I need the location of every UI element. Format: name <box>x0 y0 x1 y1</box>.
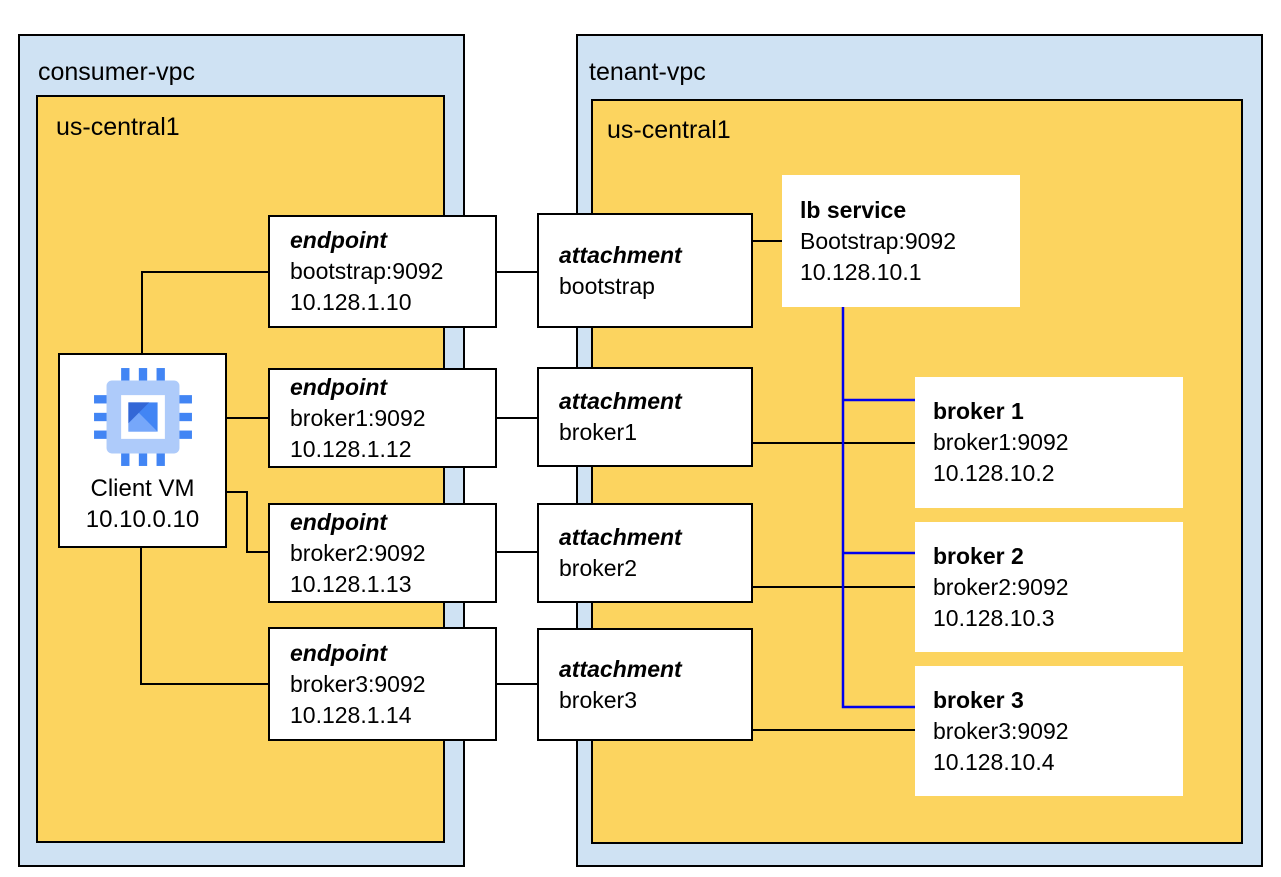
broker-listener: broker3:9092 <box>933 717 1069 744</box>
tenant-region-label: us-central1 <box>607 116 731 144</box>
endpoint-ip: 10.128.1.14 <box>290 701 412 728</box>
consumer-vpc-label: consumer-vpc <box>38 58 195 86</box>
compute-engine-chip-icon <box>93 367 192 466</box>
tenant-vpc-label: tenant-vpc <box>589 58 706 86</box>
attachment-name-text: bootstrap <box>559 272 655 299</box>
endpoint-attachment-links <box>497 271 537 685</box>
endpoint-node-broker1: endpoint broker1:9092 10.128.1.12 <box>268 368 497 468</box>
lb-service-node: lb service Bootstrap:9092 10.128.10.1 <box>782 175 1020 307</box>
broker-title: broker 2 <box>933 542 1024 569</box>
broker-title: broker 1 <box>933 398 1024 424</box>
endpoint-title: endpoint <box>290 508 388 535</box>
attachment-title: attachment <box>559 241 682 268</box>
attachment-title: attachment <box>559 388 682 414</box>
broker-ip: 10.128.10.2 <box>933 460 1055 486</box>
client-vm-ip: 10.10.0.10 <box>85 505 200 533</box>
endpoint-target: broker1:9092 <box>290 404 426 431</box>
attachment-title: attachment <box>559 524 682 550</box>
consumer-region-label: us-central1 <box>56 113 180 141</box>
client-vm-name: Client VM <box>90 474 195 502</box>
endpoint-title: endpoint <box>290 639 388 666</box>
endpoint-node-broker3: endpoint broker3:9092 10.128.1.14 <box>268 627 497 741</box>
broker-listener: broker2:9092 <box>933 573 1069 600</box>
attachment-title: attachment <box>559 655 682 682</box>
attachment-node-broker1: attachment broker1 <box>537 367 753 467</box>
broker-node-3: broker 3 broker3:9092 10.128.10.4 <box>915 666 1183 796</box>
lb-service-title: lb service <box>800 196 907 223</box>
endpoint-node-broker2: endpoint broker2:9092 10.128.1.13 <box>268 503 497 603</box>
broker-listener: broker1:9092 <box>933 429 1069 455</box>
endpoint-target: broker3:9092 <box>290 670 426 697</box>
lb-service-ip: 10.128.10.1 <box>800 258 922 285</box>
endpoint-ip: 10.128.1.13 <box>290 570 412 597</box>
lb-service-listener: Bootstrap:9092 <box>800 227 957 254</box>
endpoint-target: bootstrap:9092 <box>290 258 444 284</box>
endpoint-title: endpoint <box>290 227 388 253</box>
attachment-node-bootstrap: attachment bootstrap <box>537 213 753 328</box>
attachment-node-broker3: attachment broker3 <box>537 628 753 741</box>
endpoint-ip: 10.128.1.12 <box>290 435 412 462</box>
broker-ip: 10.128.10.3 <box>933 604 1055 631</box>
endpoint-title: endpoint <box>290 373 388 400</box>
endpoint-ip: 10.128.1.10 <box>290 289 412 315</box>
attachment-name-text: broker1 <box>559 419 637 445</box>
broker-ip: 10.128.10.4 <box>933 748 1055 775</box>
endpoint-target: broker2:9092 <box>290 539 426 566</box>
client-vm-node: Client VM 10.10.0.10 <box>58 353 227 548</box>
attachment-name-text: broker2 <box>559 555 637 581</box>
endpoint-node-bootstrap: endpoint bootstrap:9092 10.128.1.10 <box>268 215 497 328</box>
broker-node-1: broker 1 broker1:9092 10.128.10.2 <box>915 377 1183 508</box>
broker-title: broker 3 <box>933 686 1024 713</box>
broker-node-2: broker 2 broker2:9092 10.128.10.3 <box>915 522 1183 652</box>
attachment-node-broker2: attachment broker2 <box>537 503 753 603</box>
attachment-name-text: broker3 <box>559 686 637 713</box>
